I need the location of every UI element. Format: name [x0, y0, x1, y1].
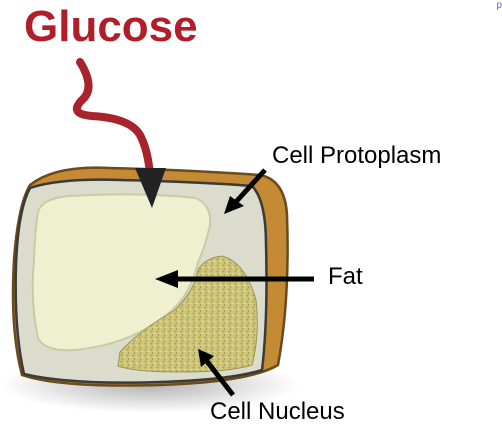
- glucose-arrow: [77, 62, 150, 175]
- glucose-title: Glucose: [24, 3, 198, 51]
- corner-text: p: [496, 0, 502, 11]
- label-cell-nucleus: Cell Nucleus: [210, 398, 345, 426]
- label-cell-protoplasm: Cell Protoplasm: [272, 142, 441, 170]
- label-fat: Fat: [328, 263, 363, 291]
